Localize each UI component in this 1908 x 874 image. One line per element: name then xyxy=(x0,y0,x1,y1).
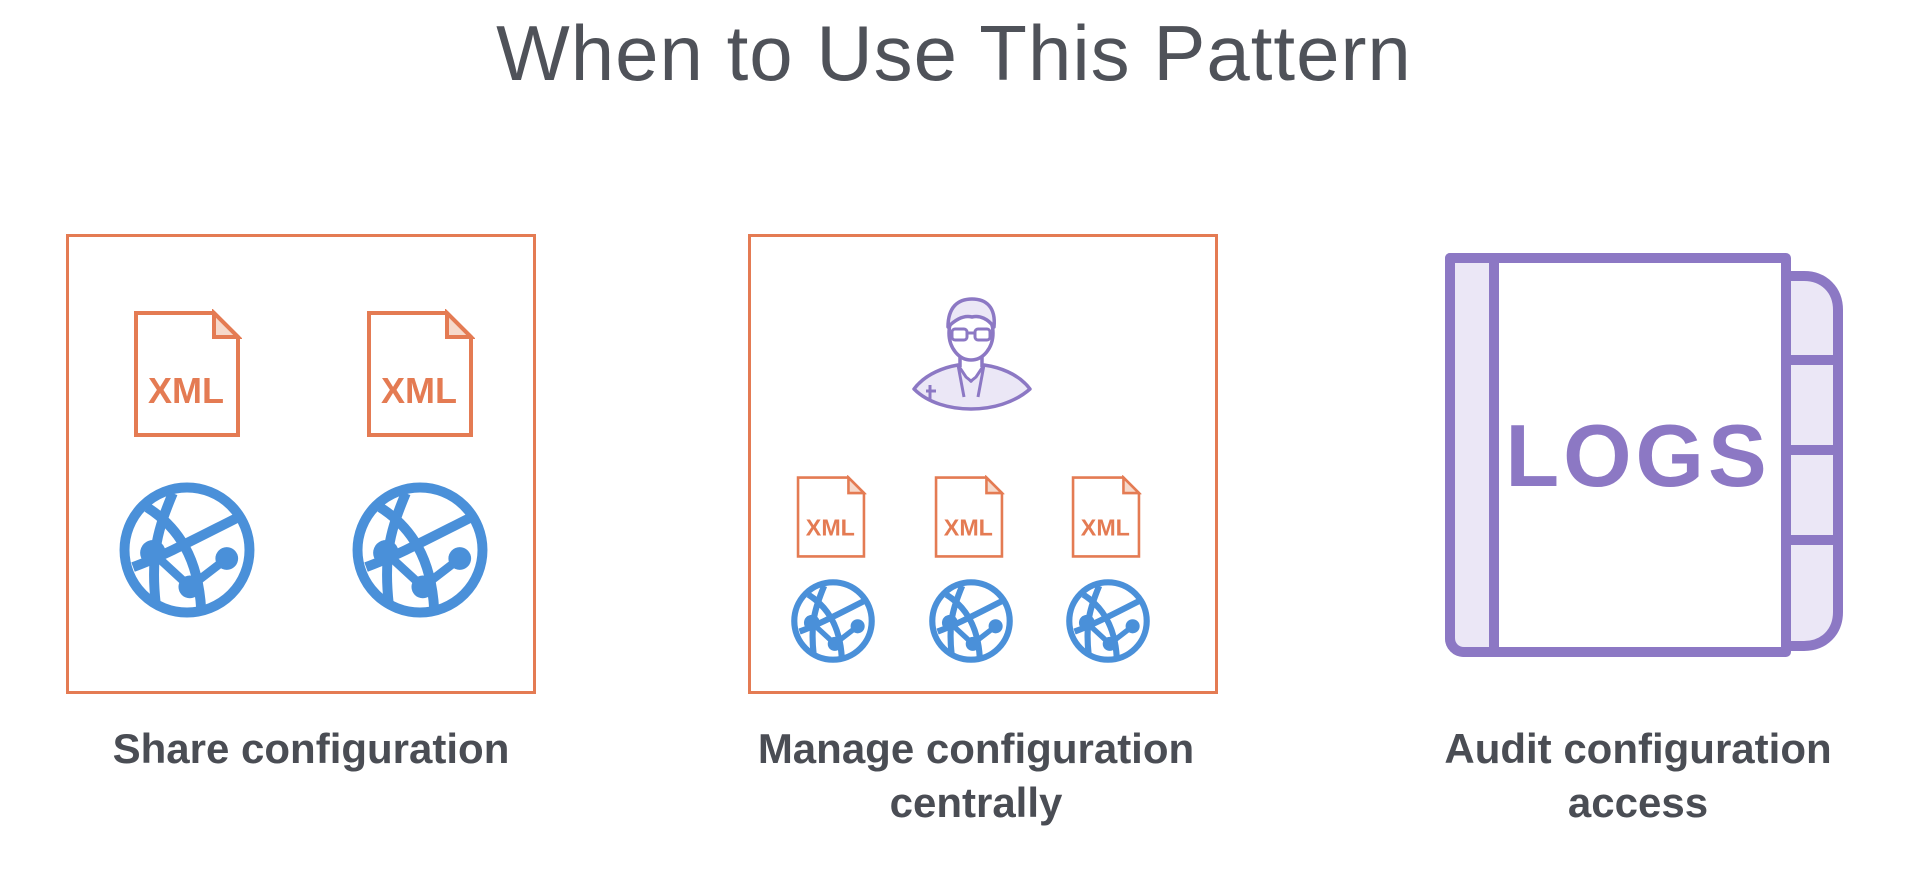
xml-file-icon: XML xyxy=(365,309,475,439)
xml-file-label: XML xyxy=(381,370,457,411)
xml-file-label: XML xyxy=(148,370,224,411)
logs-label: LOGS xyxy=(1505,406,1770,505)
caption-line: Share configuration xyxy=(112,725,510,772)
caption-line: Manage configuration xyxy=(757,725,1195,772)
web-globe-icon xyxy=(789,577,877,665)
caption-line: centrally xyxy=(889,779,1063,826)
xml-file-label: XML xyxy=(944,515,993,541)
share-configuration-panel: XML XML xyxy=(66,234,536,694)
web-globe-icon xyxy=(927,577,1015,665)
logs-book-icon: LOGS xyxy=(1445,253,1843,657)
xml-file-icon: XML xyxy=(795,475,867,559)
manage-configuration-caption: Manage configuration centrally xyxy=(696,722,1256,830)
audit-configuration-caption: Audit configuration access xyxy=(1358,722,1908,830)
user-avatar-icon xyxy=(912,297,1032,411)
share-configuration-caption: Share configuration xyxy=(31,722,591,776)
manage-configuration-panel: XML XML XML xyxy=(748,234,1218,694)
caption-line: Audit configuration xyxy=(1444,725,1832,772)
web-globe-icon xyxy=(116,479,258,621)
caption-line: access xyxy=(1567,779,1709,826)
xml-file-icon: XML xyxy=(1070,475,1142,559)
page-title: When to Use This Pattern xyxy=(496,9,1412,97)
xml-file-icon: XML xyxy=(933,475,1005,559)
xml-file-label: XML xyxy=(1081,515,1130,541)
web-globe-icon xyxy=(1064,577,1152,665)
xml-file-icon: XML xyxy=(132,309,242,439)
xml-file-label: XML xyxy=(806,515,855,541)
web-globe-icon xyxy=(349,479,491,621)
